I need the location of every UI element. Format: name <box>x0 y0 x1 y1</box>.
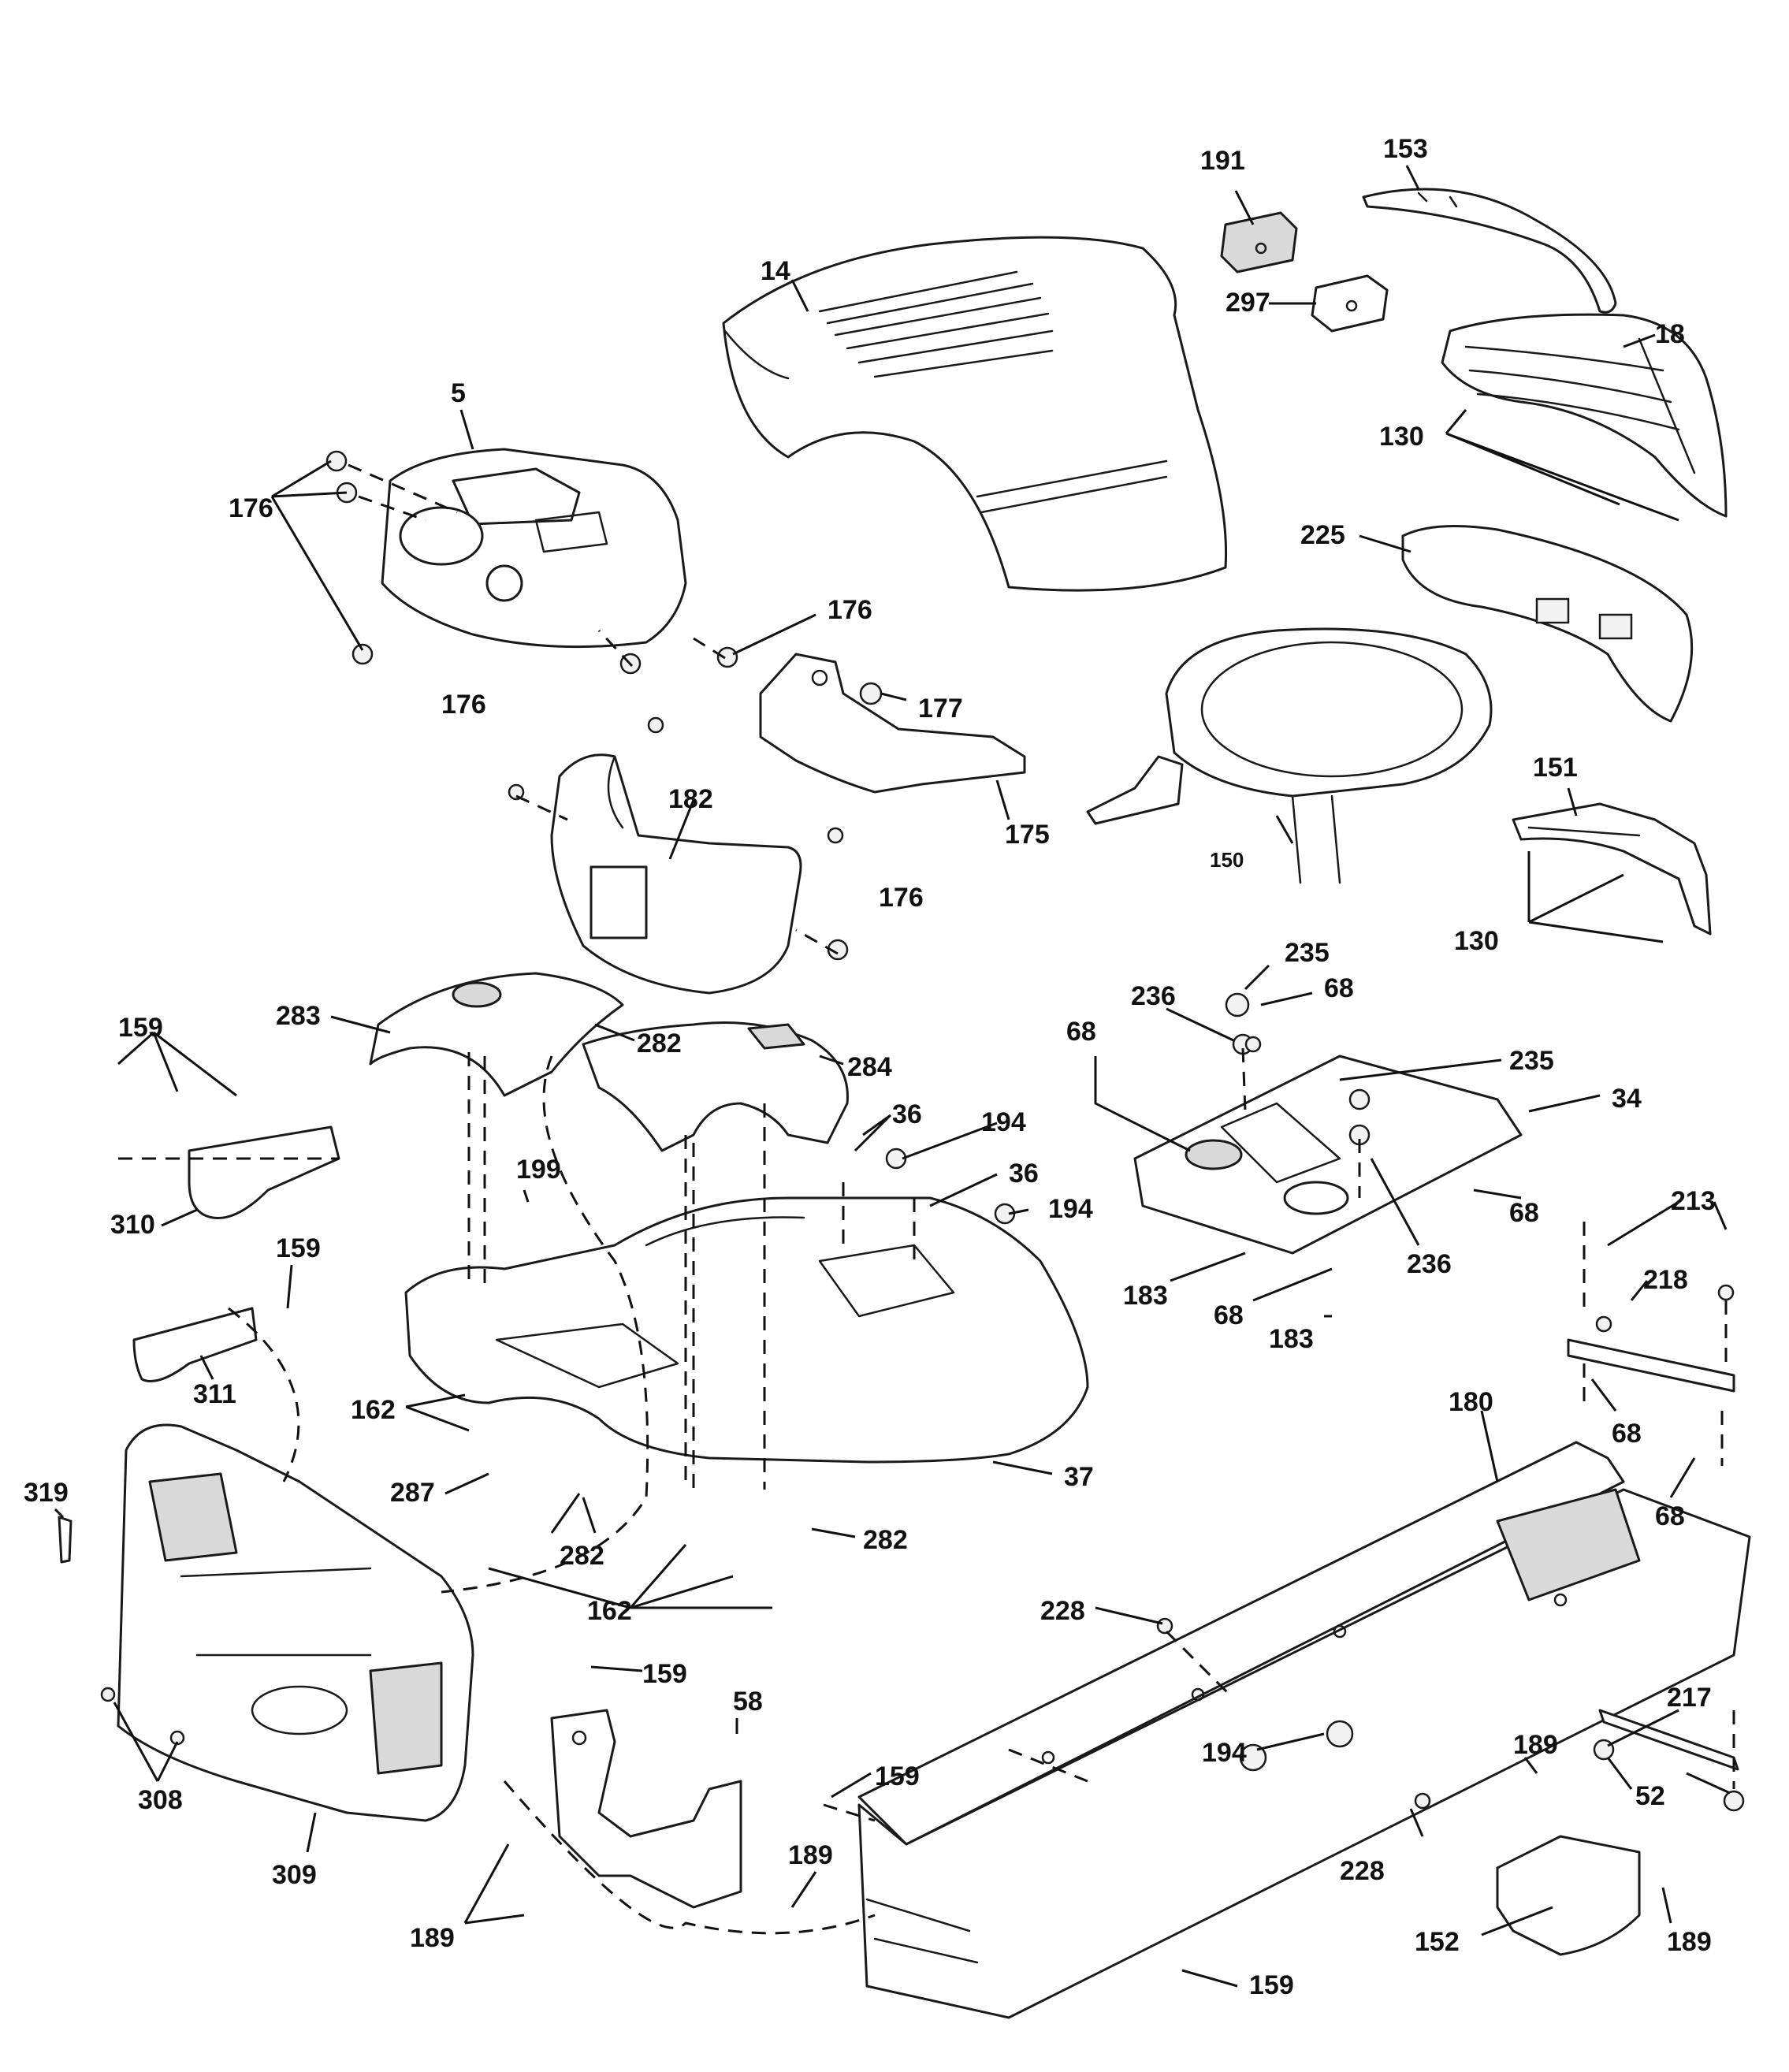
callout-177: 177 <box>918 694 963 724</box>
callout-319: 319 <box>24 1478 69 1508</box>
bumper-top-153-part <box>1362 188 1617 314</box>
callout-189c: 189 <box>1513 1730 1558 1760</box>
callout-228b: 228 <box>1340 1856 1385 1886</box>
callout-194b: 194 <box>1048 1194 1093 1224</box>
callout-309: 309 <box>272 1860 317 1890</box>
callout-176c: 176 <box>441 690 486 720</box>
grille-18-part <box>1441 313 1728 518</box>
callout-308: 308 <box>138 1785 183 1815</box>
seat-pan-150-part <box>1086 627 1493 884</box>
callout-199: 199 <box>516 1155 561 1185</box>
callout-217: 217 <box>1667 1683 1712 1713</box>
callout-159a: 159 <box>118 1013 163 1043</box>
callout-283: 283 <box>276 1001 321 1031</box>
callout-194a: 194 <box>981 1107 1026 1137</box>
callout-183b: 183 <box>1269 1324 1314 1354</box>
callout-37: 37 <box>1064 1462 1094 1492</box>
callout-68f: 68 <box>1655 1501 1685 1531</box>
callout-287: 287 <box>390 1478 435 1508</box>
callout-36b: 36 <box>1009 1159 1039 1189</box>
callout-235a: 235 <box>1285 938 1330 968</box>
assembly-dashes <box>118 463 1735 1935</box>
callout-191: 191 <box>1200 146 1245 176</box>
callout-68d: 68 <box>1214 1300 1244 1330</box>
hardware-markers <box>100 450 1745 1812</box>
callout-175: 175 <box>1005 820 1050 850</box>
side-panel-309-part <box>117 1423 474 1822</box>
callout-34: 34 <box>1612 1084 1642 1114</box>
callout-282b: 282 <box>560 1541 604 1571</box>
hood-part <box>722 236 1228 592</box>
callout-225: 225 <box>1300 520 1345 550</box>
callout-310: 310 <box>110 1210 155 1240</box>
callout-153: 153 <box>1383 134 1428 164</box>
fender-cover-283-part <box>369 972 624 1097</box>
callout-130a: 130 <box>1379 422 1424 452</box>
callout-58: 58 <box>733 1687 763 1717</box>
callout-282c: 282 <box>863 1525 908 1555</box>
callout-235b: 235 <box>1509 1046 1554 1076</box>
callout-159b: 159 <box>276 1233 321 1263</box>
callout-68b: 68 <box>1066 1017 1096 1047</box>
callout-236b: 236 <box>1407 1249 1452 1279</box>
callout-297: 297 <box>1226 288 1270 318</box>
callout-159c: 159 <box>642 1659 687 1689</box>
callout-194c: 194 <box>1202 1738 1247 1768</box>
bracket-58-part <box>550 1709 742 1909</box>
bracket-311-part <box>132 1307 258 1382</box>
callout-36a: 36 <box>892 1099 922 1129</box>
cover-152-part <box>1496 1835 1641 1956</box>
frame-180-part <box>857 1441 1751 2019</box>
rod-217-part <box>1598 1709 1739 1771</box>
callout-162b: 162 <box>587 1596 632 1626</box>
callout-68c: 68 <box>1509 1198 1539 1228</box>
callout-176b: 176 <box>828 595 872 625</box>
callout-151: 151 <box>1533 753 1578 783</box>
callout-176d: 176 <box>879 883 924 913</box>
callout-180: 180 <box>1449 1387 1493 1417</box>
callout-162a: 162 <box>351 1395 396 1425</box>
bracket-151-part <box>1512 802 1712 936</box>
callout-159e: 159 <box>1249 1970 1294 2000</box>
callout-52: 52 <box>1635 1781 1665 1811</box>
callout-213: 213 <box>1671 1186 1716 1216</box>
fender-37-part <box>404 1196 1089 1464</box>
callout-150: 150 <box>1210 848 1244 872</box>
dash-panel-5-part <box>381 448 687 649</box>
callout-311: 311 <box>193 1379 236 1409</box>
leader-lines <box>54 165 1731 1988</box>
callout-130b: 130 <box>1454 926 1499 956</box>
callout-labels: 14 5 176 176 176 176 191 153 297 18 130 … <box>24 134 1716 2000</box>
callout-152: 152 <box>1415 1927 1460 1957</box>
callout-189b: 189 <box>410 1923 455 1953</box>
clip-319-part <box>58 1516 73 1564</box>
plate-218-part <box>1567 1338 1735 1393</box>
callout-189d: 189 <box>1667 1927 1712 1957</box>
bumper-225-part <box>1401 525 1694 723</box>
callout-182: 182 <box>668 784 713 814</box>
plate-34-part <box>1133 1055 1523 1255</box>
callout-5: 5 <box>451 378 466 408</box>
fender-cover-284-part <box>582 1021 849 1152</box>
callout-18: 18 <box>1655 319 1685 349</box>
lower-dash-182-part <box>550 753 802 995</box>
callout-228a: 228 <box>1040 1596 1085 1626</box>
callout-159d: 159 <box>875 1761 920 1791</box>
weight-191-part <box>1220 211 1389 333</box>
callout-284: 284 <box>847 1052 892 1082</box>
callout-68e: 68 <box>1612 1419 1642 1449</box>
callout-282a: 282 <box>637 1029 682 1058</box>
callout-68a: 68 <box>1324 973 1354 1003</box>
callout-236a: 236 <box>1131 981 1176 1011</box>
callout-14: 14 <box>761 256 790 286</box>
bracket-310-part <box>188 1125 340 1220</box>
callout-218: 218 <box>1643 1265 1688 1295</box>
callout-176a: 176 <box>229 493 273 523</box>
callout-183a: 183 <box>1123 1281 1168 1311</box>
callout-189a: 189 <box>788 1840 833 1870</box>
bracket-175-part <box>759 653 1026 794</box>
